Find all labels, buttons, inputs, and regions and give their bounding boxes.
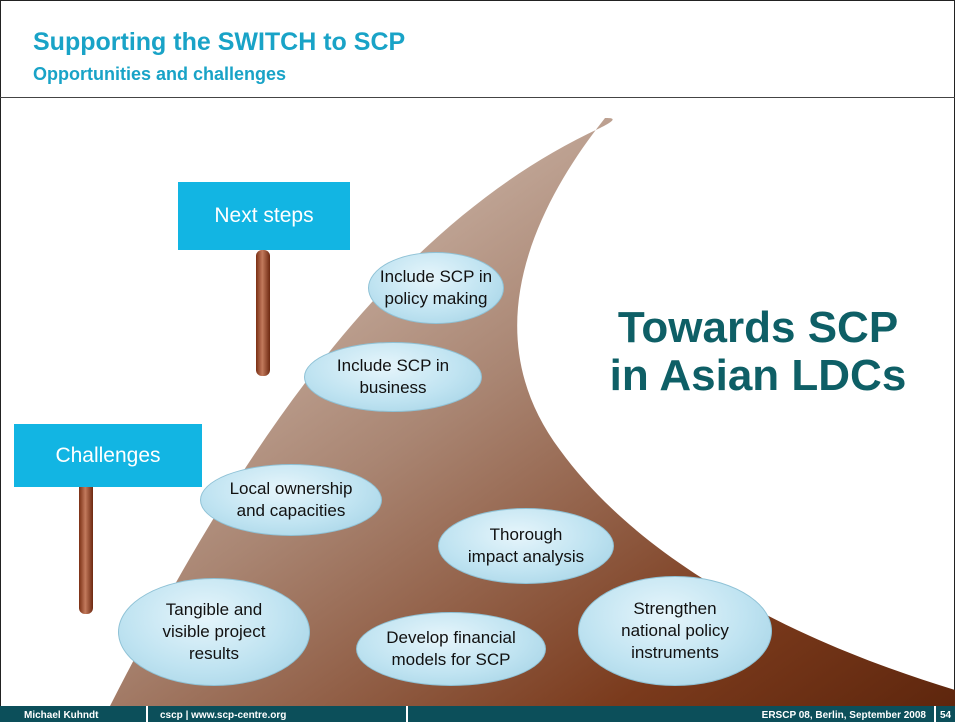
pole-challenges — [79, 480, 93, 614]
next-steps-sign: Next steps — [178, 182, 350, 250]
bubble-financial-models: Develop financial models for SCP — [356, 612, 546, 686]
slide-subtitle: Opportunities and challenges — [33, 64, 287, 84]
slide-header: Supporting the SWITCH to SCP Opportuniti… — [0, 0, 955, 97]
footer-separator — [934, 706, 936, 722]
bubble-tangible-results: Tangible and visible project results — [118, 578, 310, 686]
wave-shape — [110, 118, 955, 706]
bubble-include-scp-business: Include SCP in business — [304, 342, 482, 412]
challenges-sign: Challenges — [14, 424, 202, 487]
bubble-impact-analysis: Thorough impact analysis — [438, 508, 614, 584]
bubble-national-policy: Strengthen national policy instruments — [578, 576, 772, 686]
footer-org: cscp | www.scp-centre.org — [160, 710, 287, 721]
main-heading: Towards SCP in Asian LDCs — [609, 303, 907, 400]
footer-author: Michael Kuhndt — [24, 710, 99, 721]
footer-page-number: 54 — [940, 710, 952, 721]
header-divider — [0, 97, 955, 98]
bubble-include-scp-policy: Include SCP in policy making — [368, 252, 504, 324]
footer-event: ERSCP 08, Berlin, September 2008 — [761, 710, 926, 721]
pole-next-steps — [256, 250, 270, 376]
slide-title: Supporting the SWITCH to SCP — [33, 28, 406, 56]
bubble-local-ownership: Local ownership and capacities — [200, 464, 382, 536]
footer-separator — [406, 706, 408, 722]
slide-footer: Michael Kuhndt cscp | www.scp-centre.org… — [0, 706, 955, 722]
footer-separator — [146, 706, 148, 722]
